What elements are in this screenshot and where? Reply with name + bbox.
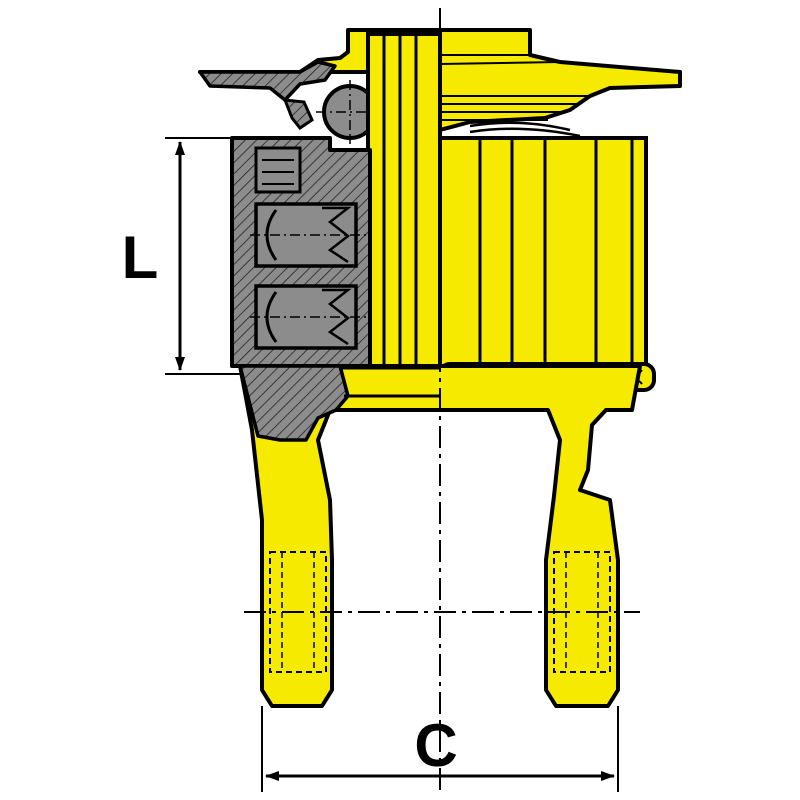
center-lines xyxy=(244,8,640,790)
splined-hub xyxy=(438,121,648,368)
yoke-body xyxy=(238,364,642,708)
dimension-l-label: L xyxy=(122,224,159,291)
dimension-c-label: C xyxy=(414,712,457,779)
shaft-column xyxy=(366,32,442,368)
dimension-c: C xyxy=(261,706,619,792)
sectioned-housing xyxy=(230,136,372,368)
dimension-l: L xyxy=(122,137,240,375)
